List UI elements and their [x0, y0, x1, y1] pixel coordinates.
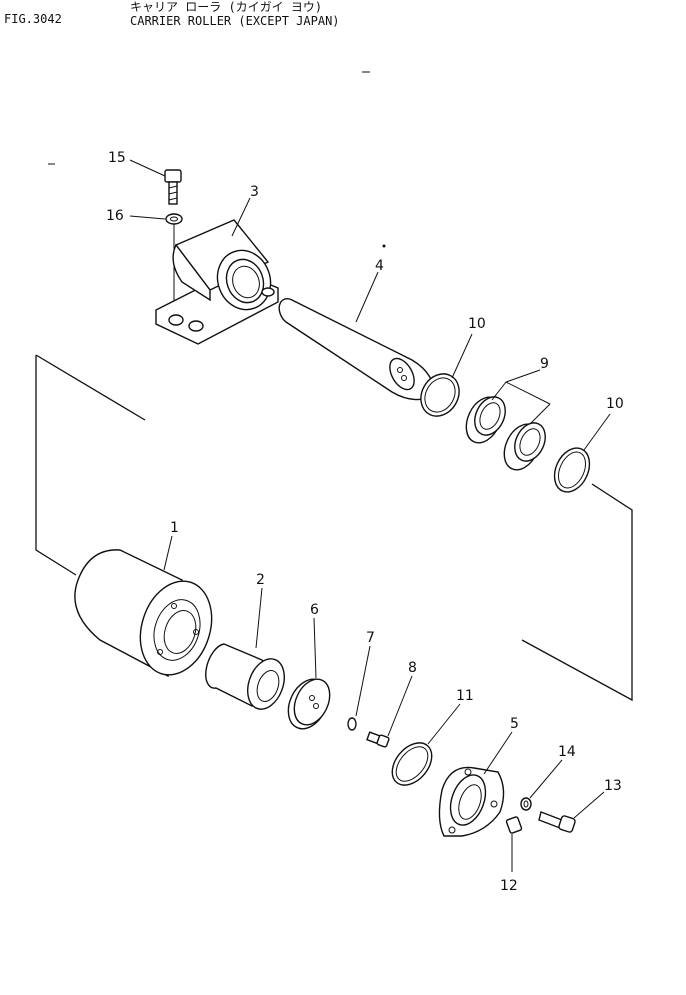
callout-1: 1 — [170, 520, 179, 536]
title-japanese: キャリア ローラ (カイガイ ヨウ) — [130, 0, 323, 14]
plug-12 — [505, 816, 523, 834]
o-ring-10-upper — [420, 373, 460, 417]
callout-7: 7 — [366, 630, 375, 646]
callout-15: 15 — [108, 150, 126, 166]
callout-6: 6 — [310, 602, 319, 618]
bracket-3 — [155, 219, 279, 345]
callout-3: 3 — [250, 184, 259, 200]
callout-12: 12 — [500, 878, 518, 894]
lock-washer-7 — [347, 717, 357, 731]
seal-9-b — [503, 422, 546, 471]
callout-2: 2 — [256, 572, 265, 588]
callout-10-upper: 10 — [468, 316, 486, 332]
bolt-15 — [164, 169, 182, 205]
cover-5 — [438, 766, 505, 837]
assembly-line-right — [521, 483, 633, 702]
assembly-line-left-top — [35, 354, 146, 421]
callout-13: 13 — [604, 778, 622, 794]
callout-9: 9 — [540, 356, 549, 372]
bushing-2 — [205, 643, 285, 710]
bolt-13 — [538, 811, 576, 833]
title-english: CARRIER ROLLER (EXCEPT JAPAN) — [130, 14, 340, 28]
callout-11: 11 — [456, 688, 474, 704]
roller-shell-1 — [74, 549, 213, 678]
callout-16: 16 — [106, 208, 124, 224]
washer-14 — [520, 797, 532, 811]
bolt-8 — [366, 731, 390, 748]
washer-16 — [165, 213, 183, 225]
stray-dot — [382, 244, 386, 248]
callout-14: 14 — [558, 744, 576, 760]
thrust-plate-6 — [287, 678, 331, 730]
figure-number: FIG.3042 — [4, 12, 62, 26]
assembly-line-left — [35, 355, 77, 576]
callout-10-lower: 10 — [606, 396, 624, 412]
leader-lines — [129, 159, 611, 872]
callout-4: 4 — [375, 258, 384, 274]
seal-9-a — [465, 396, 506, 444]
o-ring-10-lower — [553, 447, 591, 493]
callout-5: 5 — [510, 716, 519, 732]
shaft-4 — [278, 298, 434, 401]
callout-8: 8 — [408, 660, 417, 676]
o-ring-11 — [391, 742, 433, 786]
